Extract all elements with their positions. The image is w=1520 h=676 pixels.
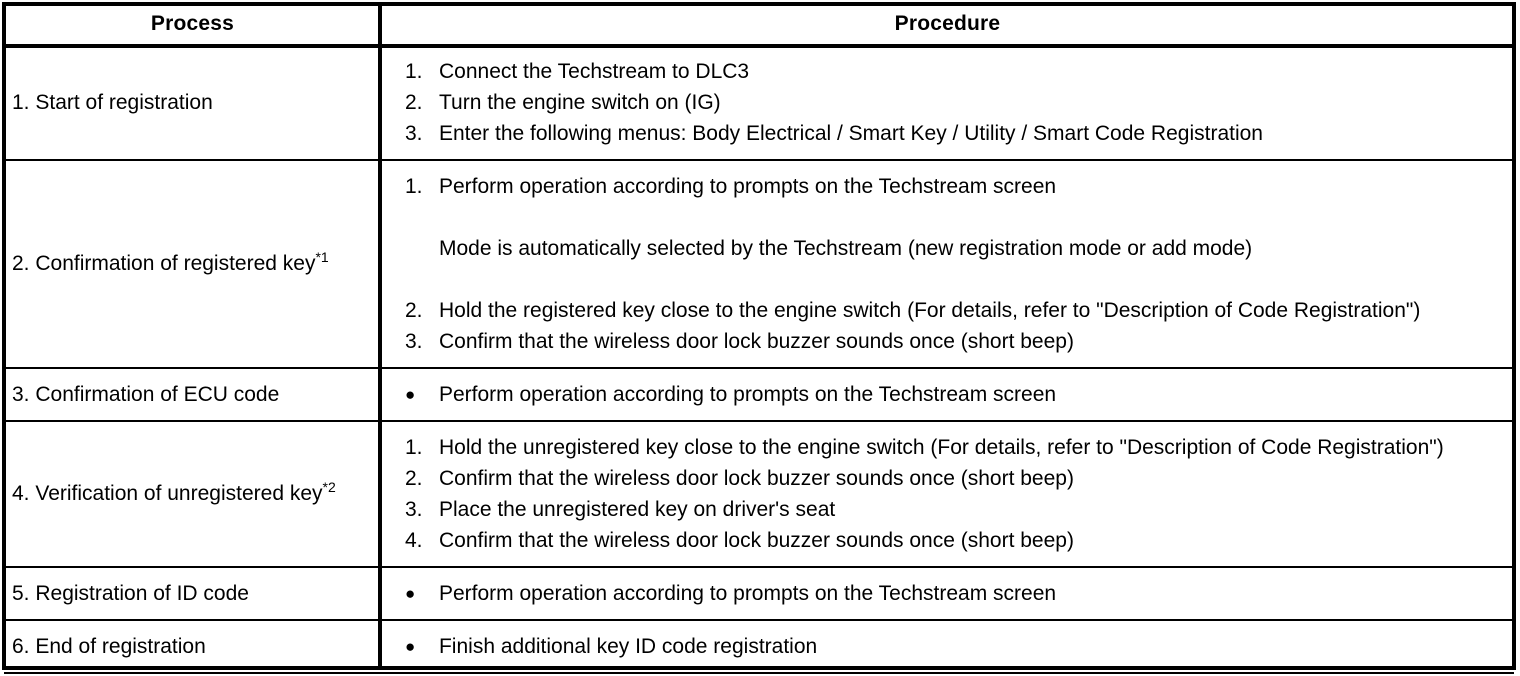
item-text: Confirm that the wireless door lock buzz… bbox=[438, 529, 1074, 552]
column-header-procedure: Procedure bbox=[380, 4, 1514, 45]
process-label: 6. End of registration bbox=[12, 634, 206, 658]
process-footnote-marker: *1 bbox=[315, 249, 329, 265]
procedure-numbered-item: 2. Hold the registered key close to the e… bbox=[405, 295, 1500, 326]
item-text: Hold the unregistered key close to the e… bbox=[438, 436, 1444, 459]
procedure-numbered-item: 3. Place the unregistered key on driver's… bbox=[405, 494, 1500, 525]
item-number: 2. bbox=[404, 299, 423, 322]
item-text: Enter the following menus: Body Electric… bbox=[438, 122, 1263, 145]
column-header-process: Process bbox=[4, 4, 381, 45]
procedure-bullet-item: ● Perform operation according to prompts … bbox=[405, 578, 1500, 609]
note-text: Mode is automatically selected by the Te… bbox=[438, 237, 1253, 260]
procedure-cell: 1. Hold the unregistered key close to the… bbox=[380, 420, 1514, 568]
procedure-numbered-item: 3. Enter the following menus: Body Electr… bbox=[405, 118, 1500, 149]
note-indent bbox=[405, 233, 439, 264]
procedure-cell: 1. Connect the Techstream to DLC3 2. Turn t… bbox=[380, 44, 1514, 161]
item-number: 3. bbox=[404, 330, 423, 353]
item-number: 1. bbox=[404, 436, 423, 459]
item-text: Confirm that the wireless door lock buzz… bbox=[438, 330, 1074, 353]
procedure-bullet-item: ● Finish additional key ID code registrat… bbox=[405, 631, 1500, 662]
process-label: 3. Confirmation of ECU code bbox=[12, 382, 280, 406]
key-registration-procedure-table: Process Procedure 1. Start of registrati… bbox=[4, 4, 1514, 674]
procedure-cell: ● Perform operation according to prompts … bbox=[380, 367, 1514, 422]
table-row: 5. Registration of ID code ● Perform opera… bbox=[4, 566, 1514, 621]
procedure-cell: ● Perform operation according to prompts … bbox=[380, 566, 1514, 621]
procedure-numbered-item: 4. Confirm that the wireless door lock bu… bbox=[405, 525, 1500, 556]
table-row: 1. Start of registration 1. Connect the Te… bbox=[4, 44, 1514, 161]
procedure-cell: 1. Perform operation according to prompts… bbox=[380, 159, 1514, 369]
process-label: 4. Verification of unregistered key bbox=[12, 482, 323, 505]
table-row: 4. Verification of unregistered key*2 1. H… bbox=[4, 420, 1514, 568]
item-text: Perform operation according to prompts o… bbox=[438, 175, 1057, 198]
table-row: 6. End of registration ● Finish additional… bbox=[4, 619, 1514, 674]
process-label: 1. Start of registration bbox=[12, 90, 213, 114]
process-label: 2. Confirmation of registered key bbox=[12, 252, 316, 275]
item-number: 1. bbox=[404, 175, 423, 198]
procedure-note: Mode is automatically selected by the Te… bbox=[405, 233, 1500, 264]
process-cell: 1. Start of registration bbox=[4, 44, 381, 161]
spacer-line bbox=[405, 202, 1500, 233]
item-text: Connect the Techstream to DLC3 bbox=[438, 60, 750, 83]
item-number: 4. bbox=[404, 529, 423, 552]
process-cell: 2. Confirmation of registered key*1 bbox=[4, 159, 381, 369]
item-text: Perform operation according to prompts o… bbox=[438, 383, 1057, 406]
table-row: 2. Confirmation of registered key*1 1. Per… bbox=[4, 159, 1514, 369]
procedure-bullet-item: ● Perform operation according to prompts … bbox=[405, 379, 1500, 410]
procedure-numbered-item: 3. Confirm that the wireless door lock bu… bbox=[405, 326, 1500, 357]
procedure-numbered-item: 1. Connect the Techstream to DLC3 bbox=[405, 56, 1500, 87]
bullet-icon: ● bbox=[404, 385, 416, 404]
item-number: 2. bbox=[404, 91, 423, 114]
bullet-icon: ● bbox=[404, 584, 416, 603]
spacer-line bbox=[405, 264, 1500, 295]
table-body: 1. Start of registration 1. Connect the Te… bbox=[4, 44, 1514, 674]
procedure-numbered-item: 2. Confirm that the wireless door lock bu… bbox=[405, 463, 1500, 494]
bullet-icon: ● bbox=[404, 637, 416, 656]
procedure-numbered-item: 2. Turn the engine switch on (IG) bbox=[405, 87, 1500, 118]
item-number: 2. bbox=[404, 467, 423, 490]
table-row: 3. Confirmation of ECU code ● Perform oper… bbox=[4, 367, 1514, 422]
procedure-numbered-item: 1. Perform operation according to prompts… bbox=[405, 171, 1500, 202]
item-text: Place the unregistered key on driver's s… bbox=[438, 498, 836, 521]
item-text: Confirm that the wireless door lock buzz… bbox=[438, 467, 1074, 490]
procedure-cell: ● Finish additional key ID code registrat… bbox=[380, 619, 1514, 674]
process-label: 5. Registration of ID code bbox=[12, 581, 249, 605]
table-header: Process Procedure bbox=[4, 4, 1514, 45]
item-text: Hold the registered key close to the eng… bbox=[438, 299, 1421, 322]
process-cell: 3. Confirmation of ECU code bbox=[4, 367, 381, 422]
process-footnote-marker: *2 bbox=[322, 479, 336, 495]
procedure-numbered-item: 1. Hold the unregistered key close to the… bbox=[405, 432, 1500, 463]
process-cell: 6. End of registration bbox=[4, 619, 381, 674]
item-text: Perform operation according to prompts o… bbox=[438, 582, 1057, 605]
item-number: 3. bbox=[404, 122, 423, 145]
item-text: Turn the engine switch on (IG) bbox=[438, 91, 721, 114]
item-text: Finish additional key ID code registrati… bbox=[438, 635, 818, 658]
item-number: 1. bbox=[404, 60, 423, 83]
process-cell: 5. Registration of ID code bbox=[4, 566, 381, 621]
item-number: 3. bbox=[404, 498, 423, 521]
process-cell: 4. Verification of unregistered key*2 bbox=[4, 420, 381, 568]
header-row: Process Procedure bbox=[4, 4, 1514, 45]
